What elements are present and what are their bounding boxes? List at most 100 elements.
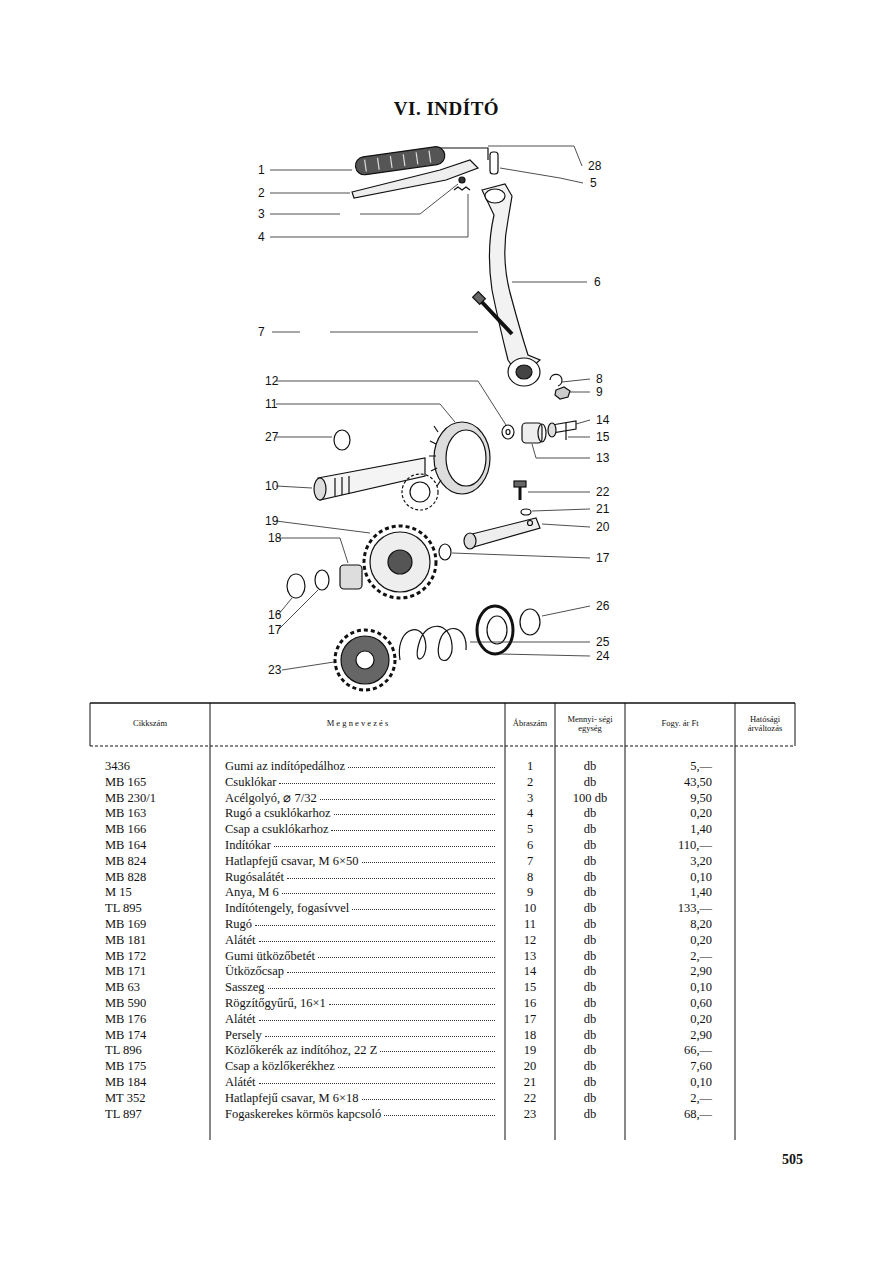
part-number: MB 166: [105, 823, 146, 836]
name-cell: Rugósalátét: [225, 871, 495, 884]
figure-number: 23: [524, 1108, 537, 1121]
part-number: MB 181: [105, 934, 146, 947]
dot-leader: [268, 988, 495, 989]
name-cell: Indítókar: [225, 839, 495, 852]
callout-number: 2: [258, 187, 265, 199]
price: 9,50: [690, 792, 712, 805]
name-cell: Alátét: [225, 934, 495, 947]
callout-number: 4: [258, 231, 265, 243]
unit: db: [584, 950, 597, 963]
part-number: TL 896: [105, 1044, 142, 1057]
callout-number: 11: [265, 398, 277, 410]
figure-number: 19: [524, 1044, 537, 1057]
name-cell: Alátét: [225, 1013, 495, 1026]
part-number: TL 897: [105, 1108, 142, 1121]
unit: db: [584, 760, 597, 773]
page-number: 505: [782, 1153, 803, 1167]
part-number: MB 63: [105, 981, 140, 994]
name-cell: Közlőkerék az indítóhoz, 22 Z: [225, 1044, 495, 1057]
dot-leader: [334, 814, 495, 815]
part-number: MB 164: [105, 839, 146, 852]
unit: db: [584, 918, 597, 931]
unit: db: [584, 965, 597, 978]
unit: db: [584, 1029, 597, 1042]
price: 8,20: [690, 918, 712, 931]
dot-leader: [259, 1020, 495, 1021]
figure-number: 17: [524, 1013, 537, 1026]
price: 0,60: [690, 997, 712, 1010]
callout-number: 9: [596, 386, 603, 398]
part-number: MB 169: [105, 918, 146, 931]
unit: db: [584, 1108, 597, 1121]
part-name: Gumi ütközőbetét: [225, 950, 315, 963]
part-number: 3436: [105, 760, 130, 773]
unit: db: [584, 902, 597, 915]
callout-number: 17: [268, 624, 281, 636]
dot-leader: [259, 941, 495, 942]
price: 0,20: [690, 1013, 712, 1026]
price: 43,50: [684, 776, 712, 789]
part-number: MB 174: [105, 1029, 146, 1042]
callout-number: 7: [258, 326, 265, 338]
name-cell: Hatlapfejű csavar, M 6×18: [225, 1092, 495, 1105]
dot-leader: [338, 1067, 495, 1068]
figure-number: 22: [524, 1092, 537, 1105]
part-name: Gumi az indítópedálhoz: [225, 760, 345, 773]
figure-number: 4: [527, 807, 533, 820]
unit: db: [584, 871, 597, 884]
dot-leader: [362, 862, 495, 863]
part-name: Csuklókar: [225, 776, 276, 789]
name-cell: Anya, M 6: [225, 886, 495, 899]
dot-leader: [282, 893, 495, 894]
name-cell: Fogaskerekes körmös kapcsoló: [225, 1108, 495, 1121]
figure-number: 8: [527, 871, 533, 884]
price: 0,10: [690, 981, 712, 994]
table-header: Ábraszám: [507, 719, 553, 728]
part-name: Rugósalátét: [225, 871, 284, 884]
part-number: MB 184: [105, 1076, 146, 1089]
figure-number: 3: [527, 792, 533, 805]
part-number: MB 163: [105, 807, 146, 820]
figure-number: 15: [524, 981, 537, 994]
name-cell: Rugó a csuklókarhoz: [225, 807, 495, 820]
unit: db: [584, 886, 597, 899]
unit: db: [584, 1044, 597, 1057]
part-name: Rugó a csuklókarhoz: [225, 807, 331, 820]
callout-number: 10: [265, 480, 278, 492]
figure-number: 12: [524, 934, 537, 947]
part-name: Alátét: [225, 934, 256, 947]
name-cell: Indítótengely, fogasívvel: [225, 902, 495, 915]
figure-number: 5: [527, 823, 533, 836]
price: 2,90: [690, 1029, 712, 1042]
part-number: MT 352: [105, 1092, 145, 1105]
price: 110,—: [678, 839, 712, 852]
figure-number: 2: [527, 776, 533, 789]
part-number: MB 171: [105, 965, 146, 978]
part-name: Ütközőcsap: [225, 965, 284, 978]
price: 0,10: [690, 1076, 712, 1089]
table-header: M e g n e v e z é s: [212, 719, 503, 728]
unit: 100 db: [573, 792, 607, 805]
dot-leader: [287, 878, 495, 879]
callout-number: 19: [265, 515, 278, 527]
table-header: Mennyi- ségi egység: [557, 715, 623, 734]
name-cell: Rugó: [225, 918, 495, 931]
part-number: MB 828: [105, 871, 146, 884]
callout-number: 27: [265, 431, 278, 443]
callout-number: 28: [588, 160, 601, 172]
unit: db: [584, 839, 597, 852]
part-name: Indítótengely, fogasívvel: [225, 902, 349, 915]
figure-number: 20: [524, 1060, 537, 1073]
price: 2,90: [690, 965, 712, 978]
figure-number: 1: [527, 760, 533, 773]
part-name: Sasszeg: [225, 981, 265, 994]
unit: db: [584, 855, 597, 868]
page-title: VI. INDÍTÓ: [0, 98, 893, 120]
price: 133,—: [678, 902, 712, 915]
price: 7,60: [690, 1060, 712, 1073]
dot-leader: [384, 1115, 495, 1116]
table-header: Hatósági árváltozás: [737, 715, 793, 734]
figure-number: 18: [524, 1029, 537, 1042]
price: 1,40: [690, 886, 712, 899]
